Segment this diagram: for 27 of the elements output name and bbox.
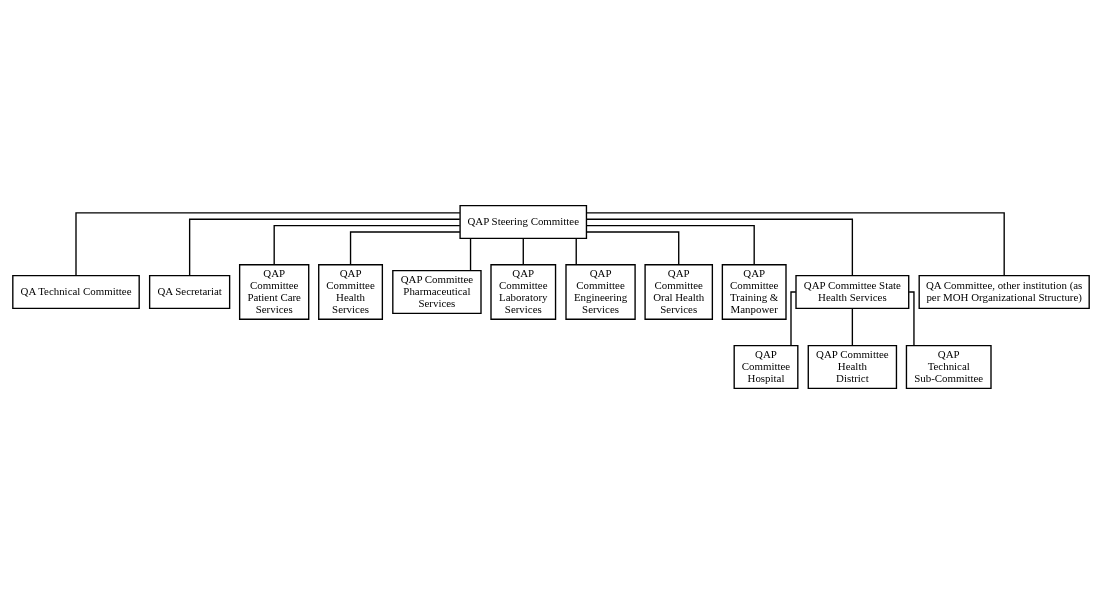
node-box: QAP Committee Oral Health Services	[644, 264, 714, 320]
connector	[851, 307, 854, 347]
node-box: QAP Committee Laboratory Services	[490, 264, 557, 320]
node-box: QA Secretariat	[148, 274, 231, 310]
node-box: QAP Committee Health District	[807, 344, 898, 390]
node-box: QAP Committee Training & Manpower	[721, 264, 787, 320]
node-box: QAP Technical Sub-Committee	[905, 344, 992, 390]
node-box: QAP Committee State Health Services	[795, 274, 910, 310]
connector	[522, 237, 524, 266]
connector	[586, 218, 854, 277]
connector	[75, 212, 461, 277]
node-box: QAP Committee Patient Care Services	[238, 264, 310, 320]
connector	[469, 237, 472, 272]
node-box: QAP Committee Health Services	[318, 264, 384, 320]
node-box: QA Committee, other institution (as per MOH Organizational Structure)	[918, 274, 1090, 310]
connector	[188, 218, 461, 277]
connector	[575, 237, 577, 266]
node-box: QAP Committee Engineering Services	[565, 264, 636, 320]
connector	[585, 231, 680, 266]
node-box: QAP Steering Committee	[459, 204, 588, 240]
connector	[273, 224, 461, 266]
node-box: QAP Committee Hospital	[733, 344, 799, 390]
connector	[586, 224, 755, 266]
node-box: QA Technical Committee	[12, 274, 140, 310]
connector	[585, 212, 1005, 277]
node-box: QAP Committee Pharmaceutical Services	[392, 269, 482, 315]
connector	[349, 231, 461, 266]
